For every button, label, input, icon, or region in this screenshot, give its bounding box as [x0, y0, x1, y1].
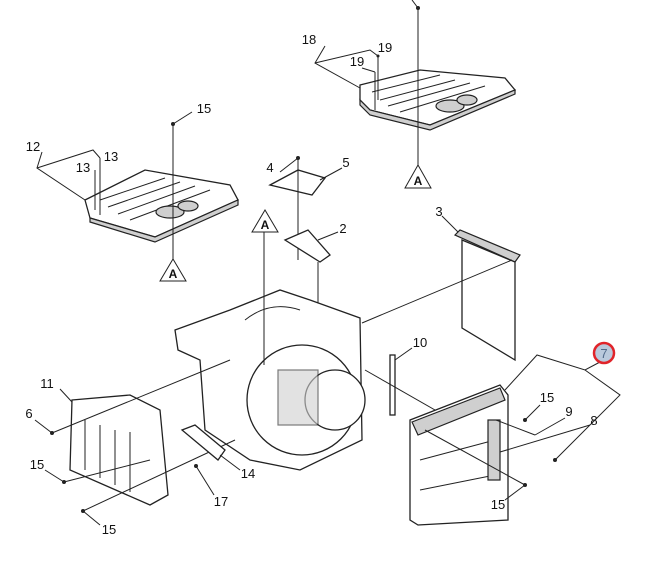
- engine-assembly[interactable]: [174, 289, 366, 471]
- callout-10[interactable]: 10: [413, 335, 427, 350]
- base-pan-upper-right[interactable]: [359, 69, 517, 131]
- svg-text:A: A: [261, 218, 270, 232]
- callout-12[interactable]: 12: [26, 139, 40, 154]
- ref-marker-a-engine: A: [251, 209, 279, 233]
- callout-18[interactable]: 18: [302, 32, 316, 47]
- callout-15[interactable]: 15: [540, 390, 554, 405]
- base-pan-upper-left[interactable]: [84, 169, 239, 243]
- callout-8[interactable]: 8: [590, 413, 597, 428]
- callout-3[interactable]: 3: [435, 204, 442, 219]
- callout-6[interactable]: 6: [25, 406, 32, 421]
- bracket-2[interactable]: [283, 229, 331, 263]
- svg-text:A: A: [414, 174, 423, 188]
- callout-15[interactable]: 15: [30, 457, 44, 472]
- callout-15[interactable]: 15: [102, 522, 116, 537]
- callout-9[interactable]: 9: [565, 404, 572, 419]
- rear-panel-3[interactable]: [453, 229, 521, 362]
- strip-10[interactable]: [389, 354, 396, 416]
- callout-13[interactable]: 13: [104, 149, 118, 164]
- highlight-circle[interactable]: [592, 341, 616, 365]
- callout-19[interactable]: 19: [378, 40, 392, 55]
- callout-11[interactable]: 11: [40, 376, 54, 391]
- svg-text:A: A: [169, 267, 178, 281]
- ref-marker-a-top-left: A: [159, 258, 187, 282]
- callout-4[interactable]: 4: [266, 160, 273, 175]
- callout-14[interactable]: 14: [241, 466, 255, 481]
- bracket-14[interactable]: [180, 424, 226, 461]
- callout-5[interactable]: 5: [342, 155, 349, 170]
- callout-17[interactable]: 17: [214, 494, 228, 509]
- callout-15[interactable]: 15: [197, 101, 211, 116]
- ref-marker-a-top-right: A: [404, 163, 432, 189]
- front-panel-7[interactable]: [409, 384, 509, 526]
- callout-7[interactable]: 7: [600, 346, 607, 361]
- callout-15[interactable]: 15: [491, 497, 505, 512]
- callout-2[interactable]: 2: [339, 221, 346, 236]
- callout-13[interactable]: 13: [76, 160, 90, 175]
- callout-19[interactable]: 19: [350, 54, 364, 69]
- side-panel-11[interactable]: [69, 394, 169, 506]
